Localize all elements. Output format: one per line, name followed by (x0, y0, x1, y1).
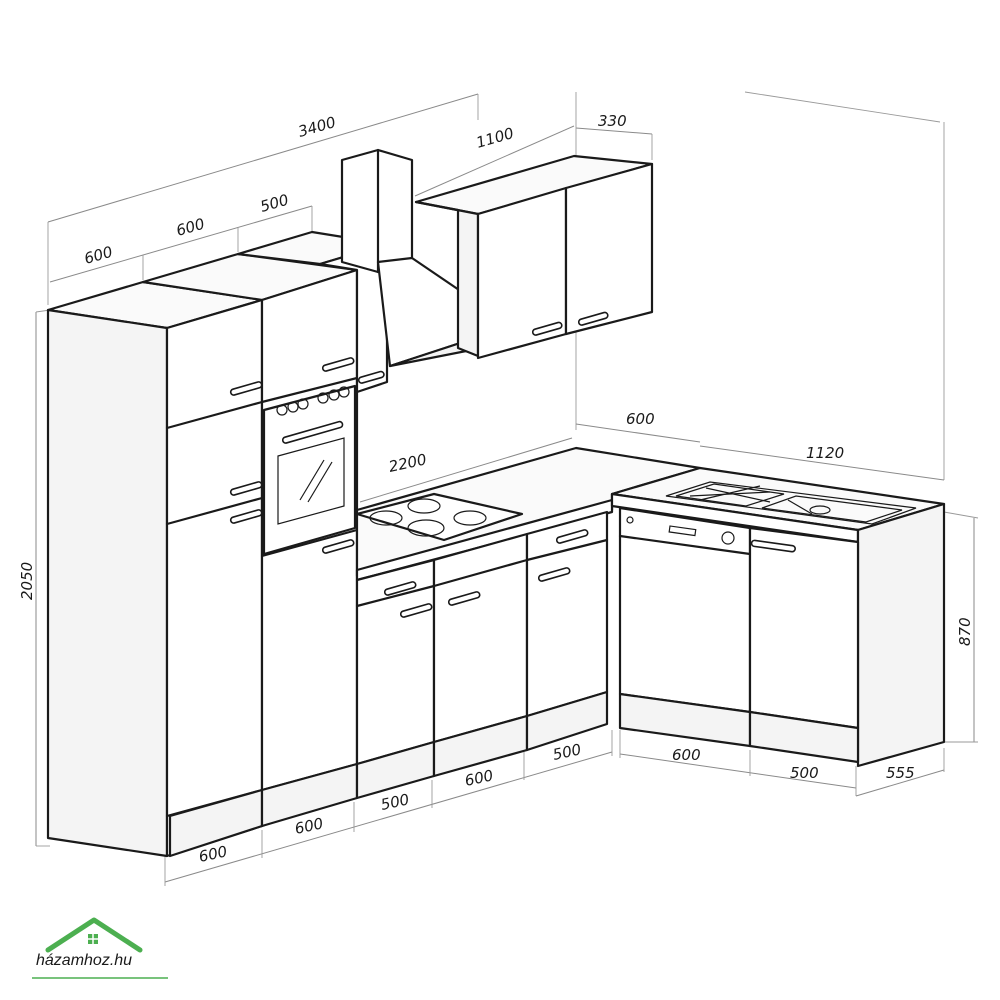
sink-run (610, 466, 946, 768)
sink-base-handle[interactable] (750, 539, 796, 553)
sink[interactable] (665, 481, 917, 525)
tall-cabinet (46, 280, 264, 858)
counter-run (168, 446, 702, 858)
dim-upper-right-width: 500 (258, 191, 290, 216)
oven-knob-6[interactable] (338, 386, 350, 398)
base-mid-cabinet (432, 532, 529, 744)
upper-small-handle[interactable] (357, 370, 385, 384)
oven-knob-4[interactable] (317, 392, 329, 404)
burner-2[interactable] (407, 498, 441, 514)
wall-cabinets (414, 154, 654, 360)
brand-logo (32, 917, 168, 979)
dim-base-corner: 500 (551, 740, 583, 764)
oven-base-handle[interactable] (321, 539, 355, 554)
dishwasher-indicator (626, 516, 634, 524)
burner-4[interactable] (453, 510, 487, 526)
dim-tall-width: 600 (82, 243, 114, 268)
dim-counter-length: 2200 (387, 450, 428, 476)
dim-base-mid: 600 (463, 766, 495, 790)
house-roof-icon (45, 917, 143, 953)
dim-base-dishwasher: 600 (672, 746, 701, 764)
dim-base-cooktop: 500 (379, 790, 411, 814)
dim-total-height: 2050 (18, 562, 36, 600)
dim-hood-cabinet-width: 1100 (474, 124, 516, 152)
wall-cabinet-left-handle[interactable] (531, 321, 563, 336)
oven-window (277, 437, 345, 525)
dim-sink-run: 1120 (806, 444, 844, 462)
dim-counter-height: 870 (956, 617, 974, 646)
oven-door-handle[interactable] (281, 420, 344, 444)
sink-drain (809, 505, 831, 515)
dim-wall-cabinet-depth: 330 (598, 112, 627, 130)
oven-knob-3[interactable] (297, 398, 309, 410)
dim-base-depth: 555 (886, 764, 915, 782)
base-corner-door-handle[interactable] (537, 567, 571, 582)
cooktop-drawer-handle[interactable] (383, 581, 417, 596)
oven-knob-5[interactable] (328, 389, 340, 401)
cooktop[interactable] (355, 492, 524, 542)
dim-base-sink: 500 (790, 764, 819, 782)
dim-base-oven: 600 (293, 814, 325, 838)
dim-return-depth: 600 (626, 410, 655, 428)
dimension-lines (35, 91, 979, 886)
wall-cabinet-right-handle[interactable] (577, 311, 609, 326)
oven-top-handle[interactable] (321, 357, 355, 372)
base-mid-handle[interactable] (447, 591, 481, 606)
burner-1[interactable] (369, 510, 403, 526)
dishwasher-knob[interactable] (721, 531, 735, 545)
oven-tower (141, 252, 359, 828)
burner-3[interactable] (407, 519, 445, 537)
dim-oven-width: 600 (174, 215, 206, 240)
oven-knob-1[interactable] (276, 404, 288, 416)
dim-total-length: 3400 (296, 113, 338, 141)
dim-base-tall: 600 (197, 842, 229, 866)
dishwasher-display (668, 525, 697, 537)
oven (262, 384, 357, 556)
base-corner-drawer-handle[interactable] (555, 529, 589, 544)
base-cooktop-door-handle[interactable] (399, 603, 433, 618)
oven-knob-2[interactable] (287, 401, 299, 413)
brand-logo-text: házamhoz.hu (36, 952, 133, 969)
sink-base-cabinet (748, 526, 860, 730)
